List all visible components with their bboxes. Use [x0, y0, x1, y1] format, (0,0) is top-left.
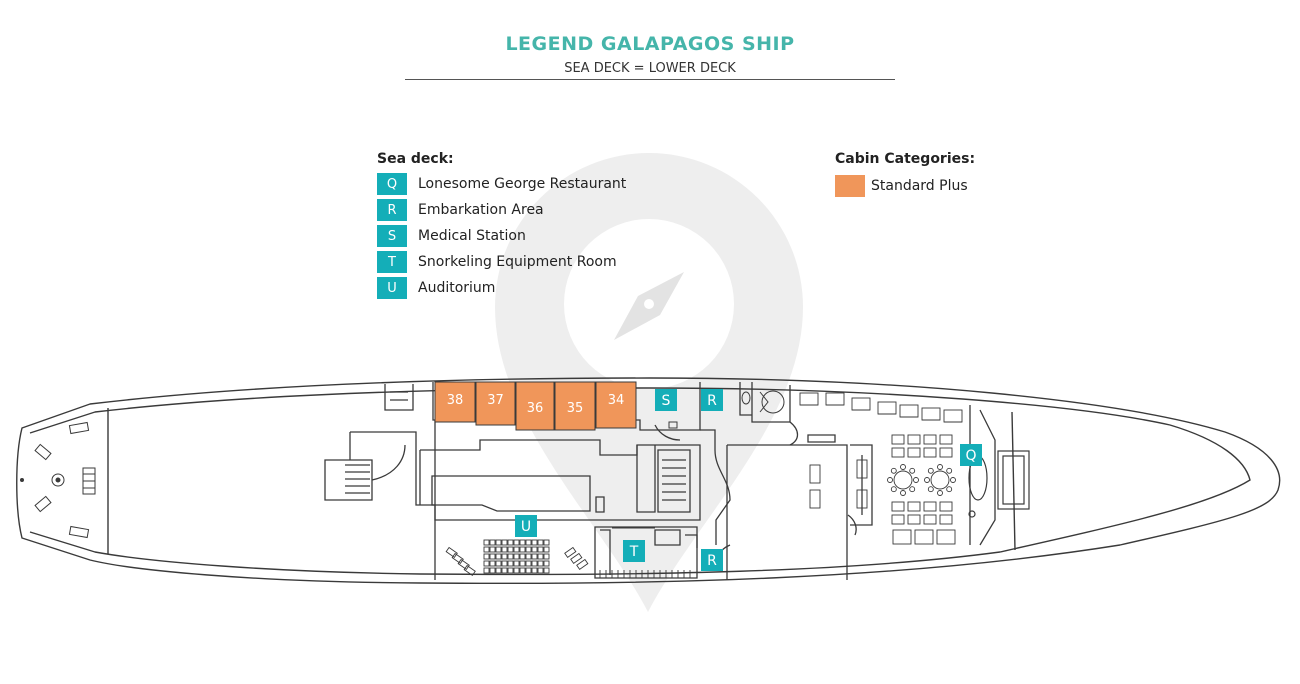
legend-label: Snorkeling Equipment Room — [418, 254, 617, 270]
legend-item-q: Q Lonesome George Restaurant — [377, 173, 626, 195]
legend-key-badge: T — [377, 251, 407, 273]
marker-t: T — [623, 540, 645, 562]
legend-key-badge: R — [377, 199, 407, 221]
legend-key-badge: U — [377, 277, 407, 299]
legend-item-r: R Embarkation Area — [377, 199, 544, 221]
svg-text:36: 36 — [527, 401, 544, 416]
compass-watermark-icon — [495, 153, 803, 612]
legend-item-t: T Snorkeling Equipment Room — [377, 251, 617, 273]
title-divider — [405, 79, 895, 80]
legend-item-s: S Medical Station — [377, 225, 526, 247]
category-standard-plus: Standard Plus — [835, 175, 968, 197]
legend-label: Lonesome George Restaurant — [418, 176, 627, 192]
marker-u: U — [515, 515, 537, 537]
categories-heading: Cabin Categories: — [835, 151, 976, 167]
cabin-38: 38 — [434, 381, 476, 423]
bow-deck-fittings — [20, 421, 96, 539]
category-swatch — [835, 175, 865, 197]
cabin-35: 35 — [554, 381, 596, 431]
svg-text:R: R — [707, 553, 717, 569]
legend-key-badge: S — [377, 225, 407, 247]
washroom-fixtures — [668, 390, 785, 429]
svg-text:Q: Q — [965, 448, 976, 464]
auditorium-seating — [445, 539, 589, 576]
svg-text:S: S — [662, 393, 671, 409]
category-label: Standard Plus — [871, 178, 968, 194]
legend-label: Medical Station — [418, 228, 526, 244]
interior-walls — [324, 382, 996, 580]
legend-label: Auditorium — [418, 280, 496, 296]
svg-text:T: T — [629, 544, 639, 560]
marker-r-top: R — [701, 389, 723, 411]
marker-q: Q — [960, 444, 982, 466]
legend-item-u: U Auditorium — [377, 277, 495, 299]
page-title: LEGEND GALAPAGOS SHIP — [505, 33, 795, 55]
legend-label: Embarkation Area — [418, 202, 544, 218]
svg-text:37: 37 — [487, 393, 504, 408]
svg-text:35: 35 — [567, 401, 584, 416]
marker-s: S — [655, 389, 677, 411]
cabin-36: 36 — [515, 381, 555, 431]
cabin-block: 38 37 36 35 34 — [434, 381, 637, 431]
marker-r-bottom: R — [701, 549, 723, 571]
page-subtitle: SEA DECK = LOWER DECK — [564, 61, 736, 76]
legend-key-badge: Q — [377, 173, 407, 195]
cabin-34: 34 — [595, 381, 637, 429]
svg-text:34: 34 — [608, 393, 625, 408]
cabin-37: 37 — [475, 381, 516, 426]
legend-heading: Sea deck: — [377, 151, 454, 167]
svg-text:U: U — [521, 519, 531, 535]
snorkel-racks — [599, 527, 691, 578]
svg-text:38: 38 — [447, 393, 464, 408]
restaurant-furniture — [799, 392, 963, 545]
svg-text:R: R — [707, 393, 717, 409]
